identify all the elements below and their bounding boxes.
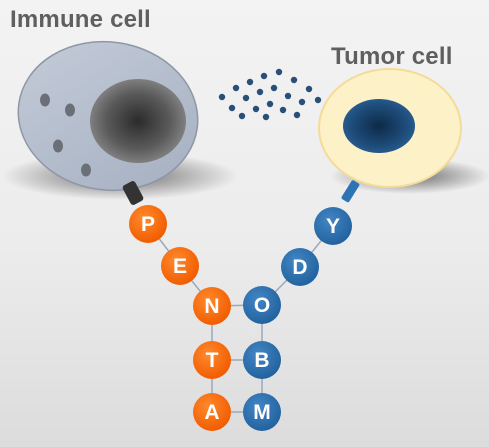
particle-dot — [256, 88, 264, 96]
immune-cell — [2, 40, 238, 200]
particle-dot — [305, 85, 313, 93]
particle-dot — [293, 111, 301, 119]
tumor-cell-nucleus — [343, 99, 415, 153]
orange-chain: P E N T A — [129, 205, 231, 431]
tumor-anchor — [341, 180, 360, 203]
bead-letter: E — [173, 255, 187, 278]
orange-bead-t: T — [193, 341, 231, 379]
particle-dot — [252, 105, 260, 113]
particle-dot — [242, 94, 250, 102]
particle-dot — [279, 106, 287, 114]
orange-bead-e: E — [161, 247, 199, 285]
bead-letter: D — [292, 256, 307, 279]
bead-letter: Y — [326, 215, 340, 238]
orange-bead-n: N — [193, 287, 231, 325]
granule — [40, 93, 50, 107]
particle-dot — [270, 84, 278, 92]
granule — [53, 139, 63, 153]
particle-dot — [298, 98, 306, 106]
tumor-cell-label: Tumor cell — [331, 43, 453, 70]
granule — [65, 103, 75, 117]
bead-letter: N — [204, 295, 219, 318]
orange-bead-p: P — [129, 205, 167, 243]
blue-bead-b: B — [243, 341, 281, 379]
bead-letter: A — [204, 401, 219, 424]
granule — [81, 163, 91, 177]
particle-dot — [218, 93, 226, 101]
blue-chain: Y D O B M — [243, 207, 352, 431]
bead-letter: B — [254, 349, 269, 372]
bead-letter: P — [141, 213, 155, 236]
blue-bead-m: M — [243, 393, 281, 431]
particle-dot — [314, 96, 322, 104]
bead-letter: M — [253, 401, 271, 424]
particle-dot — [238, 112, 246, 120]
blue-bead-d: D — [281, 248, 319, 286]
particle-dot — [260, 72, 268, 80]
particle-dot — [246, 78, 254, 86]
immune-cell-nucleus — [90, 79, 186, 163]
particle-dot — [266, 100, 274, 108]
bead-letter: O — [254, 294, 270, 317]
particle-dot — [284, 92, 292, 100]
orange-bead-a: A — [193, 393, 231, 431]
immune-cell-label: Immune cell — [10, 6, 151, 33]
particle-dot — [262, 113, 270, 121]
particle-dot — [232, 84, 240, 92]
particle-dot — [290, 76, 298, 84]
blue-bead-y: Y — [314, 207, 352, 245]
particle-dot — [228, 104, 236, 112]
bead-letter: T — [206, 349, 219, 372]
tumor-cell — [318, 68, 489, 194]
particle-dot — [275, 68, 283, 76]
immune-anchor — [122, 181, 144, 205]
secreted-particles — [218, 68, 322, 121]
blue-bead-o: O — [243, 286, 281, 324]
